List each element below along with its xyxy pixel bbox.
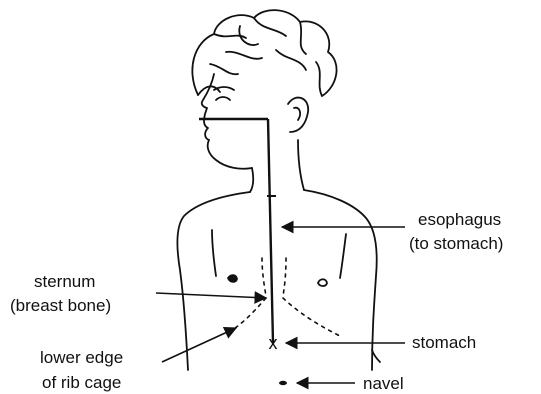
esophagus-sublabel: (to stomach): [409, 234, 503, 253]
neck: [250, 168, 253, 192]
eye: [216, 97, 230, 100]
left-nipple: [228, 275, 237, 282]
right-nipple: [318, 279, 327, 286]
sternum-arrow: [156, 293, 266, 298]
rib-cage-edge: [226, 298, 340, 336]
sternum-label: sternum: [34, 272, 95, 291]
sternum-outline: [262, 258, 286, 296]
rib-cage-arrow: [162, 328, 236, 362]
rib-cage-sublabel: of rib cage: [42, 373, 121, 392]
sternum-sublabel: (breast bone): [10, 296, 111, 315]
stomach-label: stomach: [412, 333, 476, 352]
labels: esophagus (to stomach) sternum (breast b…: [10, 210, 503, 393]
rib-cage-label: lower edge: [40, 348, 123, 367]
child-figure: [177, 10, 380, 370]
stomach-x-mark: x: [269, 333, 278, 353]
esophagus-label: esophagus: [418, 210, 501, 229]
navel-mark: [279, 381, 287, 385]
ear: [288, 98, 308, 132]
callout-arrows: [156, 227, 405, 383]
face-profile: [202, 74, 252, 169]
hair: [192, 10, 336, 96]
left-shoulder: [177, 192, 250, 370]
navel-label: navel: [363, 374, 404, 393]
measurement-line: [199, 119, 276, 343]
